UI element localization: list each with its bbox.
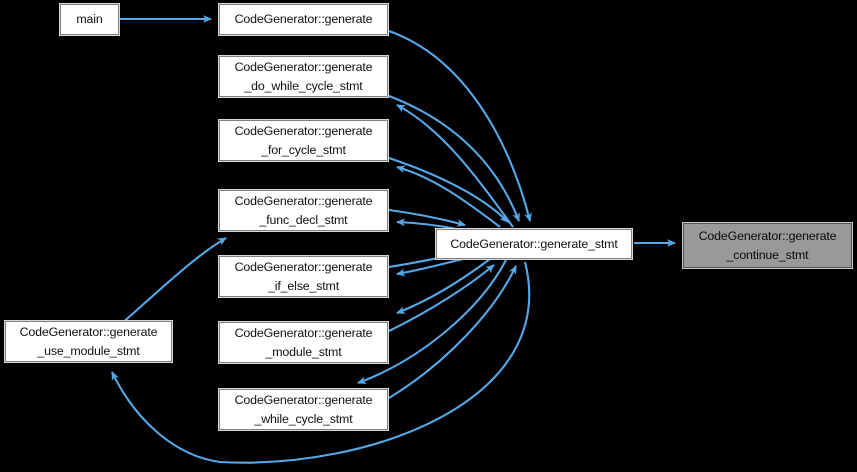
node-generate-stmt-label: CodeGenerator::generate_stmt: [450, 236, 618, 251]
node-generate-func-decl-stmt[interactable]: CodeGenerator::generate _func_decl_stmt: [218, 189, 389, 232]
node-generate-do-while-cycle-stmt-label: CodeGenerator::generate _do_while_cycle_…: [234, 59, 373, 93]
node-generate-use-module-stmt-label: CodeGenerator::generate _use_module_stmt: [19, 324, 158, 358]
node-generate-func-decl-stmt-label: CodeGenerator::generate _func_decl_stmt: [234, 193, 373, 227]
edge-while-cycle-to-generate-stmt: [388, 265, 517, 399]
edge-do-while-to-generate-stmt: [388, 95, 520, 222]
node-generate-while-cycle-stmt[interactable]: CodeGenerator::generate _while_cycle_stm…: [218, 388, 389, 431]
node-generate-module-stmt-label: CodeGenerator::generate _module_stmt: [234, 325, 373, 359]
edge-generate-stmt-to-func-decl: [396, 218, 458, 231]
node-main[interactable]: main: [59, 3, 120, 36]
edge-generate-stmt-to-if-else: [396, 257, 464, 277]
node-generate-if-else-stmt[interactable]: CodeGenerator::generate _if_else_stmt: [218, 255, 389, 298]
node-generate-while-cycle-stmt-label: CodeGenerator::generate _while_cycle_stm…: [234, 392, 373, 426]
node-generate-for-cycle-stmt[interactable]: CodeGenerator::generate _for_cycle_stmt: [218, 119, 389, 162]
node-generate[interactable]: CodeGenerator::generate: [218, 3, 389, 36]
node-generate-do-while-cycle-stmt[interactable]: CodeGenerator::generate _do_while_cycle_…: [218, 55, 389, 98]
edge-generate-stmt-to-do-while: [396, 104, 514, 228]
node-generate-stmt[interactable]: CodeGenerator::generate_stmt: [435, 228, 633, 260]
edge-generate-stmt-to-for-cycle: [396, 165, 501, 228]
edge-func-decl-to-generate-stmt: [388, 208, 466, 227]
node-generate-label: CodeGenerator::generate: [234, 12, 373, 26]
edge-module-to-generate-stmt: [388, 264, 495, 332]
edge-use-module-to-func-decl: [119, 237, 227, 326]
edge-for-cycle-to-generate-stmt: [388, 157, 509, 223]
node-generate-if-else-stmt-label: CodeGenerator::generate _if_else_stmt: [234, 259, 373, 293]
node-generate-use-module-stmt[interactable]: CodeGenerator::generate _use_module_stmt: [4, 320, 173, 363]
node-generate-continue-stmt-label: CodeGenerator::generate _continue_stmt: [698, 228, 837, 262]
edge-generate-stmt-to-module: [396, 258, 491, 314]
node-main-label: main: [76, 12, 103, 26]
node-generate-module-stmt[interactable]: CodeGenerator::generate _module_stmt: [218, 321, 389, 364]
node-generate-for-cycle-stmt-label: CodeGenerator::generate _for_cycle_stmt: [234, 123, 373, 157]
edge-generate-to-generate-stmt: [388, 30, 532, 222]
node-generate-continue-stmt[interactable]: CodeGenerator::generate _continue_stmt: [682, 222, 853, 269]
